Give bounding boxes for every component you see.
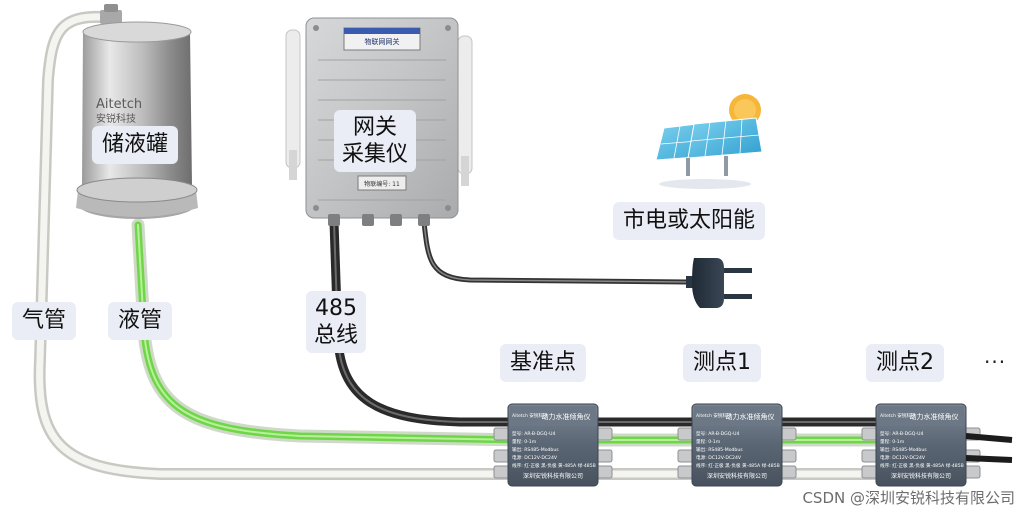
bus-label: 485 总线 — [306, 291, 367, 353]
sensor-spec-line: 型号: AR-B-DGQ-U4 — [880, 430, 924, 437]
sensor-spec-line: 型号: AR-B-DGQ-U4 — [696, 430, 740, 437]
more-ellipsis: ··· — [984, 350, 1007, 374]
storage-tank: Aitetch 安锐科技 — [76, 4, 198, 219]
sensor-spec-line: 输出: RS485-Modbus — [696, 446, 743, 453]
gateway-label-line2: 采集仪 — [342, 142, 409, 167]
sensor-maker: 深圳安锐科技有限公司 — [523, 472, 583, 480]
sensor-maker: 深圳安锐科技有限公司 — [891, 472, 951, 480]
power-label: 市电或太阳能 — [613, 202, 766, 240]
tank-brand-cn: 安锐科技 — [96, 112, 136, 125]
sensor-spec-line: 量程: 0-1m — [880, 438, 905, 445]
sensor-title: 动力水准倾角仪 — [542, 412, 591, 421]
reference-point-label: 基准点 — [500, 344, 587, 382]
sensor-spec-line: 线序: 红-正极 黑-负极 黄-485A 绿-485B — [880, 462, 964, 469]
antenna-left — [285, 29, 301, 180]
gateway-label-line1: 网关 — [353, 115, 398, 140]
antenna-right — [457, 35, 473, 186]
sensor-spec-line: 量程: 0-1m — [696, 438, 721, 445]
gas-pipe-label: 气管 — [12, 302, 77, 340]
sensor-title: 动力水准倾角仪 — [910, 412, 959, 421]
tank-brand-name: Aitetch — [96, 97, 142, 112]
sensor-brand: Aitetch 安锐科技 — [512, 412, 548, 419]
liquid-pipe — [131, 218, 887, 447]
measure-point-2-label: 测点2 — [866, 344, 944, 382]
sensor-spec-line: 量程: 0-1m — [512, 438, 537, 445]
sensor-maker: 深圳安锐科技有限公司 — [707, 472, 767, 480]
bus-cable — [329, 217, 885, 427]
bus-label-line2: 总线 — [314, 323, 359, 348]
sensor-end-cables — [965, 433, 1013, 463]
gateway-nameplate: 物联编号: 11 — [364, 180, 400, 188]
sensor-spec-line: 电源: DC12V-DC24V — [696, 454, 742, 461]
watermark: CSDN @深圳安锐科技有限公司 — [802, 489, 1015, 507]
gateway-glands — [328, 214, 430, 226]
sensor-spec-line: 电源: DC12V-DC24V — [512, 454, 558, 461]
sensor-spec-line: 线序: 红-正极 黑-负极 黄-485A 绿-485B — [512, 462, 596, 469]
solar-panel-icon — [655, 94, 763, 189]
gas-pipe — [33, 11, 886, 480]
sensor-title: 动力水准倾角仪 — [726, 412, 775, 421]
sensor-spec-line: 电源: DC12V-DC24V — [880, 454, 926, 461]
tank-label: 储液罐 — [92, 126, 179, 164]
bus-label-line1: 485 — [315, 296, 357, 321]
measure-point-1-label: 测点1 — [683, 344, 761, 382]
sensor-spec-line: 线序: 红-正极 黑-负极 黄-485A 绿-485B — [696, 462, 780, 469]
sensor-spec-line: 输出: RS485-Modbus — [880, 446, 927, 453]
gateway-title: 物联网网关 — [365, 37, 400, 46]
sensor-spec-line: 输出: RS485-Modbus — [512, 446, 559, 453]
power-cable — [421, 219, 691, 285]
sensor-spec-line: 型号: AR-B-DGQ-U4 — [512, 430, 556, 437]
sensor-brand: Aitetch 安锐科技 — [880, 412, 916, 419]
power-plug-icon — [686, 258, 752, 308]
gateway-label: 网关 采集仪 — [334, 110, 417, 172]
liquid-pipe-label: 液管 — [108, 302, 173, 340]
sensor-brand: Aitetch 安锐科技 — [696, 412, 732, 419]
